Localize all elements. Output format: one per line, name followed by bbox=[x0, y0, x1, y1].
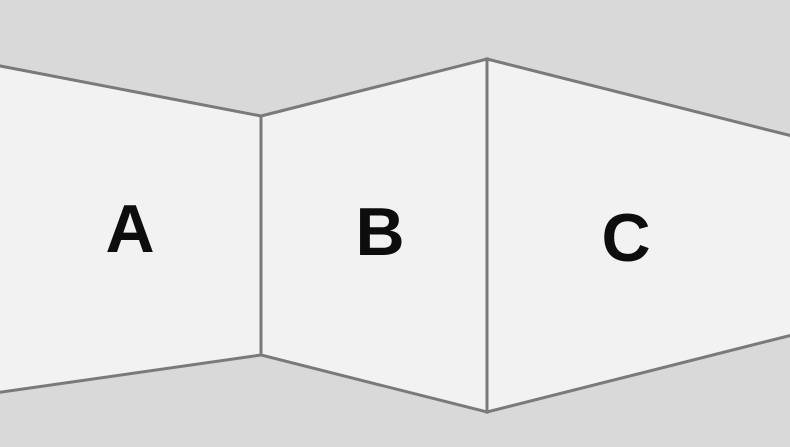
panel-a-label: A bbox=[105, 191, 154, 267]
panel-c bbox=[485, 57, 790, 414]
panel-c-label: C bbox=[601, 200, 650, 276]
panel-b-label: B bbox=[355, 194, 404, 270]
